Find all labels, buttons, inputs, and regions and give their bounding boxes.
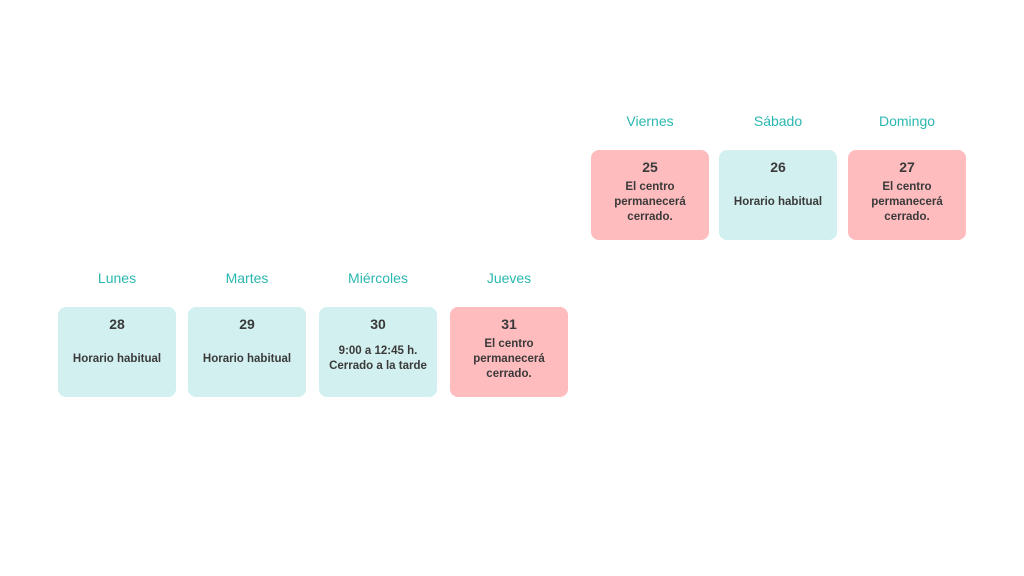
day-jueves: Jueves 31 El centro permanecerá cerrado. — [450, 269, 568, 397]
day-name: Sábado — [753, 113, 803, 129]
day-status-text: Horario habitual — [733, 195, 823, 208]
day-status-text: Horario habitual — [72, 352, 162, 365]
day-name: Jueves — [486, 270, 532, 286]
day-miercoles: Miércoles 30 9:00 a 12:45 h. Cerrado a l… — [319, 269, 437, 397]
day-number: 26 — [770, 159, 786, 175]
day-number: 30 — [370, 316, 386, 332]
day-card-26: 26 Horario habitual — [719, 150, 837, 240]
day-status-text: 9:00 a 12:45 h. Cerrado a la tarde — [329, 345, 427, 372]
day-number: 25 — [642, 159, 658, 175]
day-number: 27 — [899, 159, 915, 175]
day-number: 31 — [501, 316, 517, 332]
day-name: Lunes — [97, 270, 137, 286]
day-name: Miércoles — [348, 270, 408, 286]
day-domingo: Domingo 27 El centro permanecerá cerrado… — [848, 112, 966, 240]
day-number: 28 — [109, 316, 125, 332]
day-martes: Martes 29 Horario habitual — [188, 269, 306, 397]
day-name: Viernes — [626, 113, 674, 129]
day-number: 29 — [239, 316, 255, 332]
day-card-27: 27 El centro permanecerá cerrado. — [848, 150, 966, 240]
day-status-text: Horario habitual — [202, 352, 292, 365]
day-card-29: 29 Horario habitual — [188, 307, 306, 397]
day-card-28: 28 Horario habitual — [58, 307, 176, 397]
day-viernes: Viernes 25 El centro permanecerá cerrado… — [591, 112, 709, 240]
day-card-30: 30 9:00 a 12:45 h. Cerrado a la tarde — [319, 307, 437, 397]
day-name: Martes — [225, 270, 269, 286]
day-card-25: 25 El centro permanecerá cerrado. — [591, 150, 709, 240]
day-lunes: Lunes 28 Horario habitual — [58, 269, 176, 397]
day-card-31: 31 El centro permanecerá cerrado. — [450, 307, 568, 397]
day-status-text: El centro permanecerá cerrado. — [614, 180, 686, 223]
day-status-text: El centro permanecerá cerrado. — [473, 337, 545, 380]
day-name: Domingo — [878, 113, 936, 129]
day-sabado: Sábado 26 Horario habitual — [719, 112, 837, 240]
day-status-text: El centro permanecerá cerrado. — [871, 180, 943, 223]
